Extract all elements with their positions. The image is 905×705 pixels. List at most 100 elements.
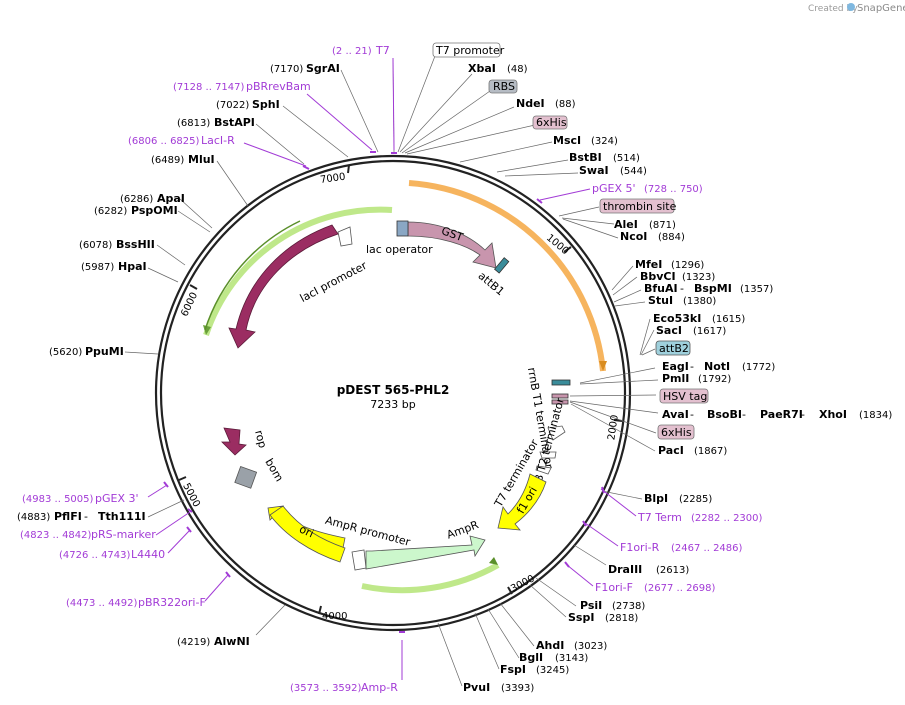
enzyme-ncoi-pos: (884) <box>658 232 685 243</box>
enzyme-fspi-pos: (3245) <box>536 665 569 676</box>
enzyme-saci[interactable]: SacI <box>656 324 682 337</box>
enzyme-bspmi[interactable]: BspMI <box>694 282 732 295</box>
enzyme-bgli[interactable]: BglI <box>519 651 543 664</box>
enzyme-alwni[interactable]: AlwNI <box>214 635 250 648</box>
enzyme-hpai[interactable]: HpaI <box>118 260 147 273</box>
primer-laci-r[interactable]: LacI-R <box>201 134 235 147</box>
hsv-label: HSV tag <box>663 390 707 403</box>
thrombin-box[interactable] <box>599 198 675 214</box>
bom-box[interactable] <box>234 465 258 489</box>
enzyme-pvui[interactable]: PvuI <box>463 681 490 694</box>
enzyme-ndei[interactable]: NdeI <box>516 97 545 110</box>
enzyme-draiii[interactable]: DraIII <box>608 563 642 576</box>
rop-label: rop <box>252 429 269 450</box>
his-bottom-box[interactable] <box>657 424 695 440</box>
enzyme-mfei[interactable]: MfeI <box>635 258 662 271</box>
primer-prs[interactable]: pRS-marker <box>91 528 156 541</box>
enzyme-fspi[interactable]: FspI <box>500 663 526 676</box>
t7-terminator-shape[interactable] <box>535 465 552 475</box>
orf-arc-top-right[interactable] <box>408 180 606 372</box>
attb2-label-box[interactable] <box>655 340 691 356</box>
lac-operator-box[interactable] <box>396 220 409 237</box>
enzyme-eco53ki[interactable]: Eco53kI <box>653 312 701 325</box>
enzyme-tth111i[interactable]: Tth111I <box>98 510 146 523</box>
primer-t7[interactable]: T7 <box>375 44 390 57</box>
enzyme-paer7i[interactable]: PaeR7I <box>760 408 803 421</box>
enzyme-sspi[interactable]: SspI <box>568 611 594 624</box>
rop-arrow[interactable] <box>221 427 247 456</box>
primer-f1ori-r-range: (2467 .. 2486) <box>671 543 743 554</box>
primer-prs-range: (4823 .. 4842) <box>20 530 92 541</box>
enzyme-swai[interactable]: SwaI <box>579 164 609 177</box>
primer-l4440[interactable]: L4440 <box>131 548 165 561</box>
rbs-label: RBS <box>493 80 515 93</box>
enzyme-bsshii[interactable]: BssHII <box>116 238 155 251</box>
primer-t7term[interactable]: T7 Term <box>637 511 682 524</box>
enzyme-bstapi[interactable]: BstAPI <box>214 116 255 129</box>
enzyme-sgrai[interactable]: SgrAI <box>306 62 340 75</box>
hsv-box[interactable] <box>551 393 569 399</box>
primer-l4440-range: (4726 .. 4743) <box>59 550 131 561</box>
enzyme-bsshii-pos: (6078) <box>79 240 112 251</box>
enzyme-ahdi[interactable]: AhdI <box>536 639 564 652</box>
enzyme-pflfi[interactable]: PflFI <box>54 510 82 523</box>
enzyme-mlui[interactable]: MluI <box>188 153 215 166</box>
enzyme-bfuai[interactable]: BfuAI <box>644 282 678 295</box>
primer-pbr322-range: (4473 .. 4492) <box>66 598 138 609</box>
enzyme-bstbi[interactable]: BstBI <box>569 151 602 164</box>
f1-ori-arrow[interactable] <box>497 473 547 531</box>
attb2-box[interactable] <box>551 379 571 386</box>
enzyme-bbvci[interactable]: BbvCI <box>640 270 676 283</box>
enzyme-apai[interactable]: ApaI <box>157 192 185 205</box>
primer-pbrrevbam[interactable]: pBRrevBam <box>246 80 311 93</box>
enzyme-msci[interactable]: MscI <box>553 134 581 147</box>
enzyme-pmli[interactable]: PmlI <box>662 372 689 385</box>
enzyme-alei[interactable]: AleI <box>614 218 638 231</box>
orf-arc-top-left[interactable] <box>203 206 393 336</box>
rrnb-t1-terminator-shape[interactable] <box>547 425 566 441</box>
backbone-outer-strand[interactable] <box>154 154 632 632</box>
primer-pbr322[interactable]: pBR322ori-F <box>138 596 206 609</box>
hsv-label-box[interactable] <box>659 388 709 404</box>
enzyme-xbai[interactable]: XbaI <box>468 62 496 75</box>
primer-ampr[interactable]: Amp-R <box>361 681 398 694</box>
his-top-box[interactable] <box>532 115 568 130</box>
enzyme-stui[interactable]: StuI <box>648 294 673 307</box>
enzyme-pspomi[interactable]: PspOMI <box>131 204 178 217</box>
enzyme-eagi-pos: (1772) <box>742 362 775 373</box>
laci-promoter-arrow[interactable] <box>337 226 353 247</box>
enzyme-bbvci-pos: (1323) <box>682 272 715 283</box>
enzyme-noti[interactable]: NotI <box>704 360 730 373</box>
enzyme-psii[interactable]: PsiI <box>580 599 602 612</box>
primer-f1ori-f[interactable]: F1ori-F <box>595 581 633 594</box>
enzyme-paci[interactable]: PacI <box>658 444 684 457</box>
attb1-box[interactable] <box>493 257 510 274</box>
enzyme-pflfi-pos: (4883) <box>17 512 50 523</box>
t7-promoter-box[interactable] <box>432 42 501 58</box>
backbone-inner-strand[interactable] <box>159 159 627 627</box>
rbs-box[interactable] <box>488 79 518 94</box>
enzyme-ncoi[interactable]: NcoI <box>620 230 647 243</box>
primer-leaders <box>147 57 637 680</box>
primer-f1ori-r[interactable]: F1ori-R <box>620 541 660 554</box>
his-box[interactable] <box>551 399 569 405</box>
ampr-promoter-arrow[interactable] <box>351 549 367 571</box>
enzyme-avai[interactable]: AvaI <box>662 408 689 421</box>
enzyme-apai-pos: (6286) <box>120 194 153 205</box>
enzyme-avai-sep1: - <box>690 408 694 421</box>
enzyme-blpi[interactable]: BlpI <box>644 492 668 505</box>
laci-arrow[interactable] <box>228 224 339 349</box>
enzyme-bsobi[interactable]: BsoBI <box>707 408 742 421</box>
tick-4000: 4000 <box>322 611 347 622</box>
ampr-arrow[interactable] <box>365 535 486 570</box>
rrnb-t2-terminator-shape[interactable] <box>539 451 557 459</box>
primer-pgex3[interactable]: pGEX 3' <box>95 492 139 505</box>
enzyme-xhoi[interactable]: XhoI <box>819 408 847 421</box>
orf-arc-bottom[interactable] <box>361 562 500 594</box>
primer-pgex5[interactable]: pGEX 5' <box>592 182 636 195</box>
enzyme-sphi[interactable]: SphI <box>252 98 280 111</box>
enzyme-ppumi[interactable]: PpuMI <box>85 345 124 358</box>
enzyme-eagi[interactable]: EagI <box>662 360 689 373</box>
primer-ampr-range: (3573 .. 3592) <box>290 683 362 694</box>
snapgene-credit[interactable]: Created by SnapGene <box>808 3 905 14</box>
